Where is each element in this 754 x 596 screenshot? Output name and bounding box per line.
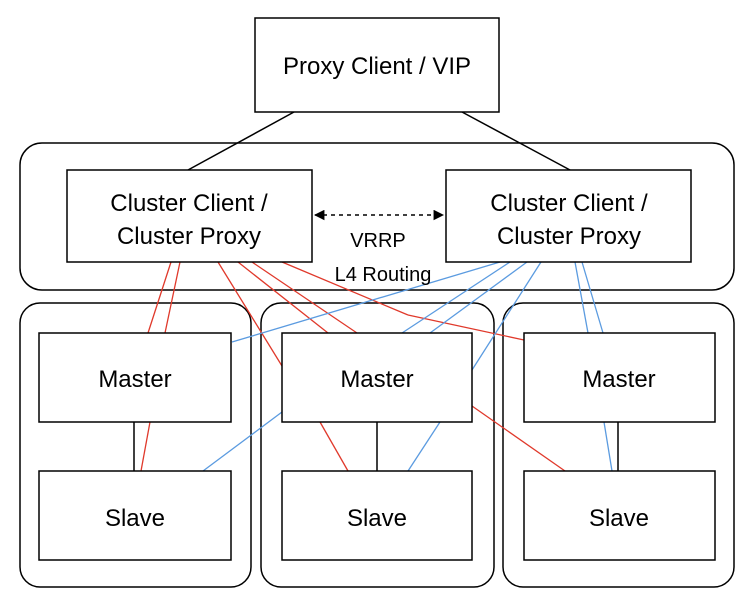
cluster-client-right-node: Cluster Client / Cluster Proxy (445, 169, 692, 263)
shard-group-3 (502, 302, 735, 588)
slave-label-1: Slave (105, 505, 165, 532)
shard-group-2 (260, 302, 495, 588)
left-proxy-routing-links (140, 261, 566, 472)
master-label-2: Master (340, 366, 413, 393)
shard-group-1 (19, 302, 252, 588)
slave-label-3: Slave (589, 505, 649, 532)
proxy-client-vip-node: Proxy Client / VIP (254, 17, 500, 113)
vrrp-label: VRRP (350, 230, 406, 252)
slave-node-2: Slave (281, 470, 473, 561)
proxy-group-container (19, 142, 735, 291)
master-label-1: Master (98, 366, 171, 393)
master-label-3: Master (582, 366, 655, 393)
master-node-1: Master (38, 332, 232, 423)
cluster-client-right-line1: Cluster Client / (490, 190, 648, 217)
slave-label-2: Slave (347, 505, 407, 532)
master-node-2: Master (281, 332, 473, 423)
l4-routing-label: L4 Routing (335, 264, 432, 286)
right-proxy-routing-links (202, 261, 613, 472)
cluster-client-right-line2: Cluster Proxy (497, 223, 641, 250)
vip-to-left-proxy-line (187, 111, 295, 171)
master-node-3: Master (523, 332, 716, 423)
vip-to-right-proxy-line (461, 111, 571, 171)
cluster-client-left-line2: Cluster Proxy (117, 223, 261, 250)
slave-node-3: Slave (523, 470, 716, 561)
slave-node-1: Slave (38, 470, 232, 561)
cluster-client-left-node: Cluster Client / Cluster Proxy (66, 169, 313, 263)
cluster-client-left-line1: Cluster Client / (110, 190, 268, 217)
proxy-client-vip-label: Proxy Client / VIP (283, 53, 471, 80)
